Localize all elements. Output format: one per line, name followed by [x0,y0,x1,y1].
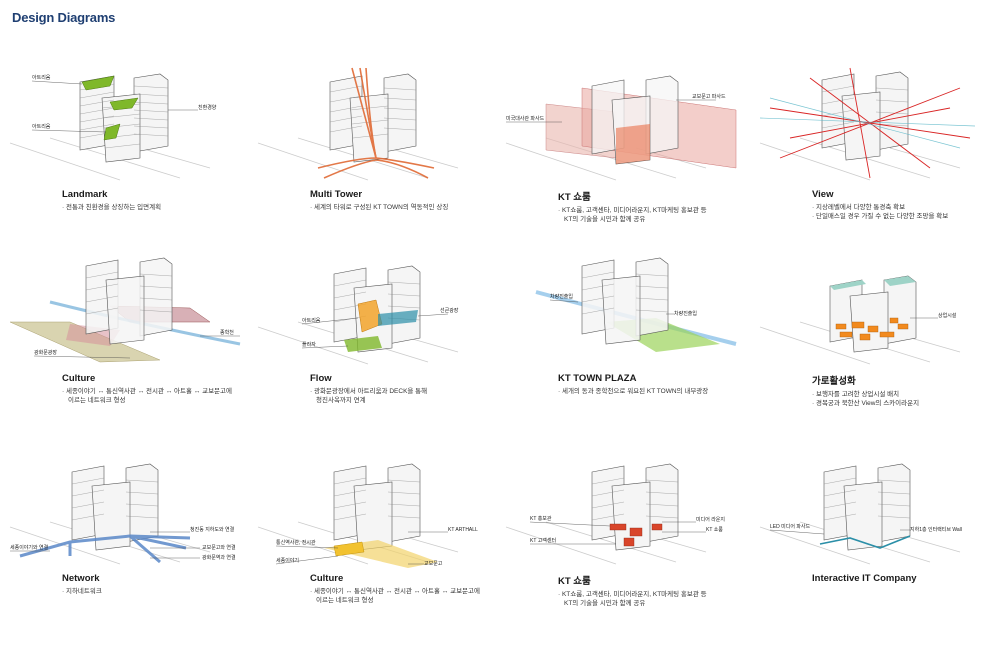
caption: KT 쇼룸 · KT쇼룸, 고객센타, 미디어라운지, KT마케팅 홍보관 등 … [558,573,738,608]
diagram-panel-landmark: 아트리움 아트리움 친환경양 Landmark · 전통과 친환경을 상징하는 … [9,68,242,263]
label-kt-customer-center: KT 고객센터 [530,537,556,544]
kt-showroom-2-diagram: KT 홍보관 KT 고객센터 미디어 라운지 KT 쇼룸 [505,463,725,565]
caption: Flow · 광화문광장에서 아트리움과 DECK을 통해 청진사옥까지 연계 [310,373,490,405]
label-junghakcheon: 종학천 [220,329,234,336]
label-vehicle-entry-right: 차량진출입 [674,310,697,317]
label-us-embassy-facade: 미국대사관 파사드 [506,115,545,122]
diagram-desc: · 지상레벨에서 다양한 통경축 확보 · 단일매스일 경우 가질 수 없는 다… [812,204,949,220]
diagram-panel-multi-tower: Multi Tower · 세계의 타워로 구성된 KT TOWN의 역동적인 … [257,67,490,263]
diagram-panel-network: 세종이야기와 연결 청진동 지하도와 연결 교보문고와 연결 광화문역과 연결 … [9,452,242,647]
label-gwanghwamun-square: 광화문광장 [34,349,57,356]
label-vehicle-entry-left: 차량진출입 [550,293,573,300]
diagram-panel-kt-showroom: 미국대사관 파사드 교보문고 파사드 KT 쇼룸 · KT쇼룸, 고객센타, 미… [505,68,738,263]
label-kt-pr-hall: KT 홍보관 [530,515,552,522]
label-eco: 친환경양 [198,104,217,111]
diagram-desc: · 보행자를 고려한 상업시설 배치 · 경복궁과 북한산 View의 스카이라… [812,391,920,407]
diagram-title: Flow [310,373,332,384]
label-cheongjin-underpass: 청진동 지하도와 연결 [190,526,235,533]
red-tower-lines [317,67,435,179]
orange-glow [616,124,650,164]
caption: Landmark · 전통과 친환경을 상징하는 입면계획 [62,189,242,212]
diagram-title: View [812,189,834,200]
diagram-panel-street-activation: 상업시설 가로활성화 · 보행자를 고려한 상업시설 배치 · 경복궁과 북한산… [759,252,981,447]
label-telecom-museum: 통신역사관, 전시관 [276,539,316,546]
diagram-title: Culture [310,573,344,584]
caption: Interactive IT Company [812,573,981,587]
page-title: Design Diagrams [12,10,116,25]
label-sunken-plaza: 선큰광장 [440,307,459,314]
diagram-desc: · 세종이야기 ↔ 통신역사관 ↔ 전시관 ↔ 아트홀 ↔ 교보문고에 이르는 … [310,588,480,604]
diagram-desc: · 세종이야기 ↔ 통신역사관 ↔ 전시관 ↔ 아트홀 ↔ 교보문고에 이르는 … [62,388,232,404]
diagram-title: Interactive IT Company [812,573,917,584]
caption: Network · 지하네트워크 [62,573,242,596]
diagram-desc: · 전통과 친환경을 상징하는 입면계획 [62,204,162,211]
green-atrium-shapes [81,75,139,141]
landmark-diagram: 아트리움 아트리움 친환경양 [9,73,217,181]
label-sejong-story-connection: 세종이야기와 연결 [10,544,49,551]
label-kyobo-connection: 교보문고와 연결 [202,544,236,551]
label-kt-showroom: KT 쇼룸 [706,527,723,533]
view-axes-red [769,67,971,179]
diagram-panel-culture: 광화문광장 종학천 Culture · 세종이야기 ↔ 통신역사관 ↔ 전시관 … [9,252,242,447]
caption: KT TOWN PLAZA · 세개의 동과 종학천으로 워요된 KT TOWN… [558,373,738,396]
diagram-desc: · 광화문광장에서 아트리움과 DECK을 통해 청진사옥까지 연계 [310,388,428,404]
diagram-desc: · 지하네트워크 [62,588,102,595]
red-program-boxes [609,523,663,547]
diagram-panel-kt-showroom-2: KT 홍보관 KT 고객센터 미디어 라운지 KT 쇼룸 KT 쇼룸 · KT쇼… [505,452,738,647]
label-gwanghwamun-station: 광화문역과 연결 [202,554,236,561]
flow-diagram: 아트리움 플라자 선큰광장 [257,265,459,365]
label-sejong-story: 세종이야기 [276,557,299,564]
diagram-title: Network [62,573,100,584]
label-atrium: 아트리움 [302,317,321,324]
street-activation-diagram: 상업시설 [759,275,961,365]
label-kyobo: 교보문고 [424,561,443,567]
diagram-panel-culture-2: 통신역사관, 전시관 세종이야기 KT ARTHALL 교보문고 Culture… [257,452,490,647]
label-interactive-wall: 지하1층 인터랙티브 Wall [910,526,962,533]
kt-showroom-diagram: 미국대사관 파사드 교보문고 파사드 [505,75,737,181]
caption: KT 쇼룸 · KT쇼룸, 고객센타, 미디어라운지, KT마케팅 홍보관 등 … [558,189,738,224]
label-kyobo-facade: 교보문고 파사드 [692,93,726,100]
caption: View · 지상레벨에서 다양한 통경축 확보 · 단일매스일 경우 가질 수… [812,189,981,221]
diagram-title: Landmark [62,189,108,200]
blue-network-arrows [19,534,191,564]
diagram-title: KT TOWN PLAZA [558,373,637,384]
view-axes-teal [759,97,976,149]
label-atrium-bottom: 아트리움 [32,123,51,130]
multi-tower-diagram [257,67,459,181]
caption: Multi Tower · 세계의 타워로 구성된 KT TOWN의 역동적인 … [310,189,490,212]
caption: Culture · 세종이야기 ↔ 통신역사관 ↔ 전시관 ↔ 아트홀 ↔ 교보… [62,373,242,405]
diagram-desc: · KT쇼룸, 고객센타, 미디어라운지, KT마케팅 홍보관 등 KT의 기술… [558,207,707,223]
caption: 가로활성화 · 보행자를 고려한 상업시설 배치 · 경복궁과 북한산 View… [812,373,981,408]
diagram-title: Culture [62,373,96,384]
label-led-facade: LED 미디어 파사드 [770,523,811,530]
label-media-lounge: 미디어 라운지 [696,516,725,523]
commercial-boxes [835,317,909,341]
diagram-panel-interactive-it: LED 미디어 파사드 지하1층 인터랙티브 Wall Interactive … [759,452,981,647]
label-commercial: 상업시설 [938,312,957,319]
kt-town-plaza-diagram: 차량진출입 차량진출입 [535,257,737,352]
view-diagram [759,67,976,181]
diagram-desc: · 세개의 동과 종학천으로 워요된 KT TOWN의 내부광장 [558,388,709,395]
diagram-desc: · 세계의 타워로 구성된 KT TOWN의 역동적인 상징 [310,204,449,211]
diagram-title: KT 쇼룸 [558,192,591,203]
diagram-title: 가로활성화 [812,376,856,387]
diagram-panel-kt-town-plaza: 차량진출입 차량진출입 KT TOWN PLAZA · 세개의 동과 종학천으로… [506,252,738,447]
label-plaza: 플라자 [302,341,316,348]
diagram-title: KT 쇼룸 [558,576,591,587]
diagram-desc: · KT쇼룸, 고객센타, 미디어라운지, KT마케팅 홍보관 등 KT의 기술… [558,591,707,607]
culture-diagram: 광화문광장 종학천 [9,257,241,363]
interactive-it-diagram: LED 미디어 파사드 지하1층 인터랙티브 Wall [759,463,962,565]
label-kt-arthall: KT ARTHALL [448,527,478,533]
culture-2-diagram: 통신역사관, 전시관 세종이야기 KT ARTHALL 교보문고 [257,463,478,568]
diagram-panel-flow: 아트리움 플라자 선큰광장 Flow · 광화문광장에서 아트리움과 DECK을… [257,252,490,447]
diagram-title: Multi Tower [310,189,363,200]
network-diagram: 세종이야기와 연결 청진동 지하도와 연결 교보문고와 연결 광화문역과 연결 [9,463,236,565]
diagram-panel-view: View · 지상레벨에서 다양한 통경축 확보 · 단일매스일 경우 가질 수… [759,67,981,263]
label-atrium-top: 아트리움 [32,74,51,81]
caption: Culture · 세종이야기 ↔ 통신역사관 ↔ 전시관 ↔ 아트홀 ↔ 교보… [310,573,490,605]
